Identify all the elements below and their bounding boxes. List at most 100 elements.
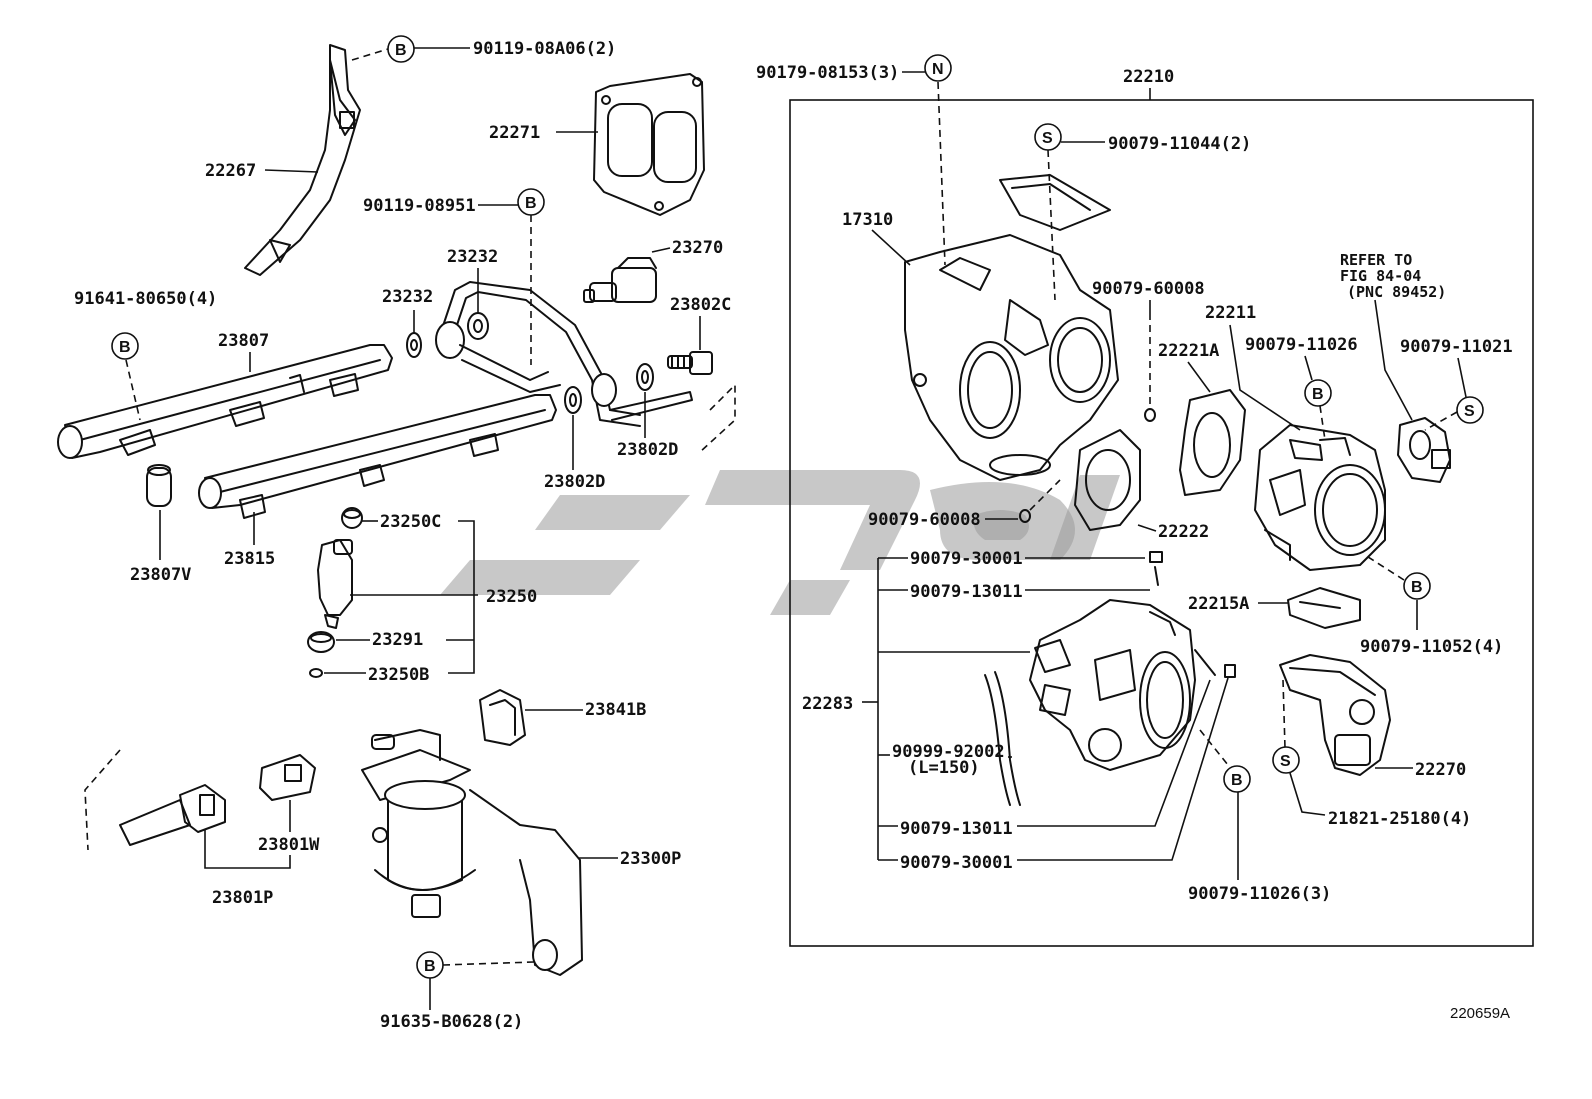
- sensor-23270: [583, 257, 657, 303]
- gasket-22222: [1074, 429, 1141, 531]
- label-90079-11026: 90079-11026: [1245, 335, 1358, 355]
- refer-line-1: REFER TO: [1340, 251, 1412, 269]
- callout-letter: B: [1231, 772, 1243, 789]
- gasket-22221a: [1179, 389, 1246, 496]
- fuel-rail-23815: [198, 394, 557, 519]
- label-23802d-right: 23802D: [617, 440, 678, 460]
- label-90079-30001-upper: 90079-30001: [910, 549, 1023, 569]
- callout-letter: N: [932, 61, 944, 78]
- damper-23807v: [146, 464, 172, 507]
- hose-90999-edge: [994, 671, 1021, 806]
- label-22215a: 22215A: [1188, 594, 1249, 614]
- label-17310: 17310: [842, 210, 893, 230]
- grommet-23250c: [341, 507, 363, 529]
- callout-b-90079-11026: [1304, 379, 1332, 407]
- position-sensor: [1397, 417, 1451, 483]
- gasket-22271: [593, 73, 705, 216]
- screw-90079-13011-a: [1154, 566, 1159, 586]
- assembly-box-22210: [789, 99, 1534, 947]
- label-90079-11026-3: 90079-11026(3): [1188, 884, 1331, 904]
- callout-b-90079-11052: [1403, 572, 1431, 600]
- callout-letter: B: [1411, 579, 1423, 596]
- label-23250c: 23250C: [380, 512, 441, 532]
- diagram-code: 220659A: [1450, 1005, 1510, 1022]
- label-23801w: 23801W: [258, 835, 320, 855]
- callout-letter: B: [395, 42, 407, 59]
- throttle-body-22211: [1254, 424, 1386, 571]
- label-23232-right: 23232: [447, 247, 498, 267]
- label-90079-11044: 90079-11044(2): [1108, 134, 1251, 154]
- fuel-pipe: [435, 281, 693, 427]
- refer-line-2: FIG 84-04: [1340, 267, 1421, 285]
- callout-s-90079-11021: [1456, 396, 1484, 424]
- label-90079-13011-lower: 90079-13011: [900, 819, 1013, 839]
- pin-90079-60008-lower: [1019, 509, 1031, 523]
- label-23807: 23807: [218, 331, 269, 351]
- label-22283: 22283: [802, 694, 853, 714]
- label-23802c: 23802C: [670, 295, 731, 315]
- label-90079-60008-upper: 90079-60008: [1092, 279, 1205, 299]
- bracket-22267: [244, 44, 361, 276]
- label-23815: 23815: [224, 549, 275, 569]
- callout-n: [924, 54, 952, 82]
- idle-valve-22270: [1279, 654, 1391, 776]
- label-90179-08153: 90179-08153(3): [756, 63, 899, 83]
- label-23807v: 23807V: [130, 565, 191, 585]
- label-22271: 22271: [489, 123, 540, 143]
- label-21821-25180: 21821-25180(4): [1328, 809, 1471, 829]
- intake-body-17310: [904, 234, 1119, 481]
- callout-letter: B: [525, 195, 537, 212]
- label-23291: 23291: [372, 630, 423, 650]
- callout-s-21821: [1272, 746, 1300, 774]
- fuel-rail-23807: [57, 344, 393, 459]
- hose-90999: [984, 674, 1011, 806]
- callout-letter: B: [424, 958, 436, 975]
- refer-line-3: (PNC 89452): [1347, 283, 1446, 301]
- pin-90079-60008-upper: [1144, 408, 1156, 422]
- callout-letter: S: [1464, 403, 1475, 420]
- oring-23250b: [309, 668, 323, 678]
- connector-23801p: [119, 784, 226, 846]
- callout-b-90079-11026-3: [1223, 765, 1251, 793]
- callout-letter: S: [1042, 130, 1053, 147]
- gasket-22215a: [1287, 587, 1361, 629]
- label-23801p: 23801P: [212, 888, 273, 908]
- injector-23250: [317, 539, 353, 629]
- label-22210: 22210: [1123, 67, 1174, 87]
- label-90079-60008-lower: 90079-60008: [868, 510, 981, 530]
- washer-23802d-b: [564, 386, 582, 414]
- plate-top: [999, 174, 1111, 231]
- label-91635-b0628: 91635-B0628(2): [380, 1012, 523, 1032]
- callout-letter: S: [1280, 753, 1291, 770]
- label-22267: 22267: [205, 161, 256, 181]
- pressure-regulator-23300p: [361, 729, 583, 976]
- bolt-23802c: [667, 351, 713, 375]
- label-90079-11021: 90079-11021: [1400, 337, 1513, 357]
- label-23300p: 23300P: [620, 849, 681, 869]
- label-90119-08a06: 90119-08A06(2): [473, 39, 616, 59]
- label-90999-length: (L=150): [908, 758, 980, 778]
- screw-90079-13011-b: [1194, 649, 1216, 676]
- washer-23802d-a: [636, 363, 654, 391]
- callout-letter: B: [1312, 386, 1324, 403]
- label-23802d-lower: 23802D: [544, 472, 605, 492]
- label-22222: 22222: [1158, 522, 1209, 542]
- nut-90079-30001-b: [1224, 664, 1236, 678]
- clamp-23841b: [479, 689, 526, 746]
- nut-90079-30001-a: [1149, 551, 1163, 563]
- label-22221a: 22221A: [1158, 341, 1219, 361]
- label-23270: 23270: [672, 238, 723, 258]
- label-90079-11052: 90079-11052(4): [1360, 637, 1503, 657]
- label-23250b: 23250B: [368, 665, 429, 685]
- terminal-23801w: [259, 754, 316, 801]
- label-22211: 22211: [1205, 303, 1256, 323]
- label-22270: 22270: [1415, 760, 1466, 780]
- label-23250: 23250: [486, 587, 537, 607]
- label-91641-80650: 91641-80650(4): [74, 289, 217, 309]
- washer-23232-left: [406, 332, 422, 358]
- label-90999-92002: 90999-92002: [892, 742, 1005, 762]
- label-90119-08951: 90119-08951: [363, 196, 476, 216]
- label-90079-30001-lower: 90079-30001: [900, 853, 1013, 873]
- throttle-assembly-22283: [1029, 599, 1196, 771]
- label-23841b: 23841B: [585, 700, 646, 720]
